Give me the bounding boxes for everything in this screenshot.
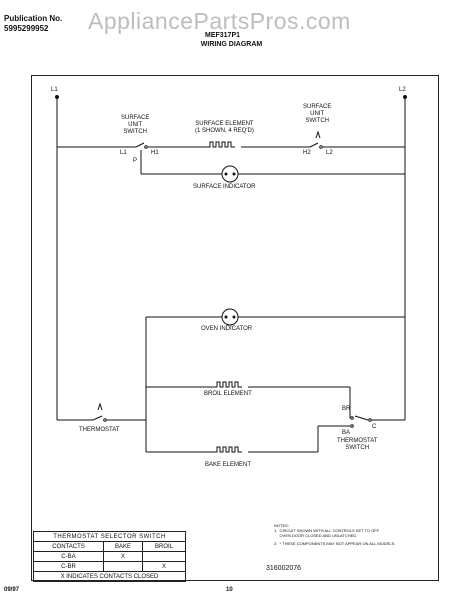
p-terminal-label: P — [133, 158, 138, 164]
table-row: C-BR X — [33, 561, 186, 572]
table-header: BAKE — [102, 541, 144, 552]
surface-indicator-dot-b — [232, 172, 236, 176]
note-1: 1. CIRCUIT SHOWN WITH ALL CONTROLS SET T… — [274, 528, 380, 538]
thermostat-contact — [103, 418, 107, 422]
surface-switch-right-contact — [319, 145, 323, 149]
surface-switch-left-blade — [135, 142, 145, 148]
bake-element-label: BAKE ELEMENT — [205, 462, 252, 468]
thermostat-marker — [97, 402, 103, 411]
surface-switch-right-marker — [315, 130, 321, 139]
notes-heading: NOTES: — [274, 523, 289, 528]
surface-indicator-label: SURFACE INDICATOR — [193, 184, 256, 190]
l1-label: L1 — [51, 87, 58, 93]
page-title: WIRING DIAGRAM — [200, 41, 263, 48]
thermostat-switch-blade — [354, 415, 369, 421]
l2-terminal-label: L2 — [326, 150, 333, 156]
oven-indicator-label: OVEN INDICATOR — [201, 326, 253, 332]
surface-switch-right-label: SURFACE UNIT SWITCH — [303, 104, 332, 124]
table-header: BROIL — [142, 541, 186, 552]
drawing-code: 316002076 — [266, 565, 302, 572]
thermostat-blade — [92, 415, 103, 421]
publication-label: Publication No. — [4, 14, 63, 23]
surface-indicator-lamp — [221, 165, 239, 183]
l2-label: L2 — [399, 87, 406, 93]
table-cell — [142, 551, 186, 562]
surface-indicator-dot-a — [224, 172, 228, 176]
thermostat-selector-table: THERMOSTAT SELECTOR SWITCH CONTACTS BAKE… — [33, 531, 186, 582]
l1-terminal-label: L1 — [120, 150, 127, 156]
table-cell: X — [142, 561, 186, 572]
broil-element-coil — [213, 381, 242, 388]
thermostat-switch-label: THERMOSTAT SWITCH — [337, 438, 378, 451]
l2-terminal — [403, 95, 407, 99]
page-number: 10 — [226, 587, 233, 593]
notes: NOTES: 1. CIRCUIT SHOWN WITH ALL CONTROL… — [274, 523, 395, 546]
c-label: C — [372, 424, 377, 430]
l1-terminal — [55, 95, 59, 99]
bake-element-coil — [213, 446, 242, 453]
table-row: C-BA X — [33, 551, 186, 562]
oven-indicator-lamp — [221, 308, 239, 326]
table-cell: C-BR — [33, 561, 104, 572]
br-contact — [350, 416, 354, 420]
oven-indicator-dot-b — [232, 315, 236, 319]
watermark: AppliancePartsPros.com — [88, 8, 351, 34]
h1-terminal-label: H1 — [151, 150, 159, 156]
h2-terminal-label: H2 — [303, 150, 311, 156]
surface-switch-left-contact — [144, 145, 148, 149]
note-2: 2. * THESE COMPONENTS MAY NOT APPEAR ON … — [274, 541, 396, 546]
surface-switch-right-blade — [309, 142, 319, 148]
table-header: CONTACTS — [33, 541, 104, 552]
ba-contact — [350, 424, 354, 428]
surface-element-coil — [206, 141, 235, 148]
diagram-frame — [31, 75, 439, 581]
ba-label: BA — [342, 430, 351, 436]
table-header-row: CONTACTS BAKE BROIL — [33, 541, 186, 552]
oven-indicator-dot-a — [224, 315, 228, 319]
table-cell: X — [102, 551, 144, 562]
surface-element-label: SURFACE ELEMENT (1 SHOWN, 4 REQ'D) — [195, 121, 254, 134]
surface-switch-left-label: SURFACE UNIT SWITCH — [121, 115, 150, 135]
thermostat-label: THERMOSTAT — [79, 427, 120, 433]
footer-date: 09/97 — [4, 587, 20, 593]
table-cell — [102, 561, 144, 572]
br-label: BR — [342, 406, 351, 412]
publication-number: 5995299952 — [4, 24, 49, 33]
model-number: MEF317P1 — [205, 32, 241, 39]
c-contact — [368, 418, 372, 422]
broil-element-label: BROIL ELEMENT — [204, 391, 252, 397]
table-footer: X INDICATES CONTACTS CLOSED — [33, 571, 186, 582]
table-caption: THERMOSTAT SELECTOR SWITCH — [33, 531, 186, 542]
table-cell: C-BA — [33, 551, 104, 562]
